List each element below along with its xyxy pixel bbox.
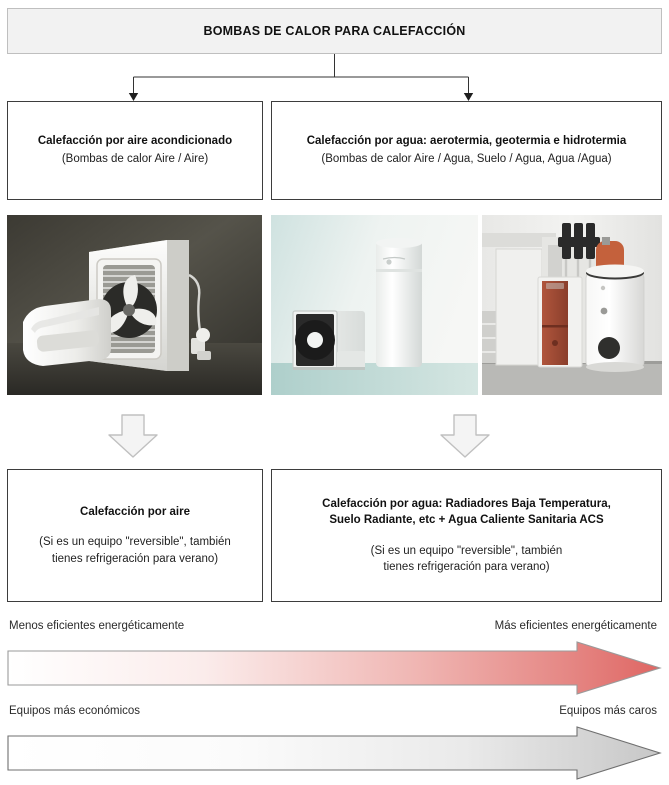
category-title-water: Calefacción por agua: aerotermia, geoter… xyxy=(306,134,627,147)
result-note-air-line1: (Si es un equipo "reversible", también xyxy=(39,536,231,549)
efficiency-label-right: Más eficientes energéticamente xyxy=(494,620,657,632)
cost-label-left: Equipos más económicos xyxy=(9,705,141,717)
result-title-water-line2: Suelo Radiante, etc + Agua Caliente Sani… xyxy=(329,514,604,527)
efficiency-scale: Menos eficientes energéticamente Más efi… xyxy=(0,620,669,695)
connector-lines xyxy=(128,54,474,101)
result-note-air-line2: tienes refrigeración para verano) xyxy=(51,552,219,565)
result-title-air: Calefacción por aire xyxy=(80,506,190,519)
cost-scale-labels: Equipos más económicos Equipos más caros xyxy=(9,705,657,717)
efficiency-label-left: Menos eficientes energéticamente xyxy=(9,620,185,632)
category-subtitle-water: (Bombas de calor Aire / Agua, Suelo / Ag… xyxy=(321,152,612,165)
photo-aerothermal-heat-pump xyxy=(271,215,478,395)
page-title: BOMBAS DE CALOR PARA CALEFACCIÓN xyxy=(203,24,466,38)
diagram-title-box: BOMBAS DE CALOR PARA CALEFACCIÓN xyxy=(7,8,662,54)
arrowhead-right-icon xyxy=(463,93,474,101)
down-block-arrow-left xyxy=(106,413,160,459)
category-box-air-conditioning[interactable]: Calefacción por aire acondicionado (Bomb… xyxy=(7,101,263,200)
efficiency-scale-labels: Menos eficientes energéticamente Más efi… xyxy=(9,620,657,632)
category-box-water[interactable]: Calefacción por agua: aerotermia, geoter… xyxy=(271,101,662,200)
result-note-air: (Si es un equipo "reversible", también t… xyxy=(39,534,231,566)
cost-scale: Equipos más económicos Equipos más caros xyxy=(0,705,669,780)
cost-label-right: Equipos más caros xyxy=(559,705,657,717)
category-title-air: Calefacción por aire acondicionado xyxy=(37,134,233,147)
photo-split-air-conditioner xyxy=(7,215,262,395)
efficiency-gradient-arrow-icon xyxy=(7,641,662,695)
result-box-air[interactable]: Calefacción por aire (Si es un equipo "r… xyxy=(7,469,263,602)
result-title-water: Calefacción por agua: Radiadores Baja Te… xyxy=(322,496,611,528)
result-note-water-line1: (Si es un equipo "reversible", también xyxy=(370,544,563,557)
result-note-water: (Si es un equipo "reversible", también t… xyxy=(371,543,563,575)
result-note-water-line2: tienes refrigeración para verano) xyxy=(383,560,550,573)
photo-geothermal-installation xyxy=(482,215,662,395)
down-block-arrow-right xyxy=(438,413,492,459)
cost-gradient-arrow-icon xyxy=(7,726,662,780)
result-box-water[interactable]: Calefacción por agua: Radiadores Baja Te… xyxy=(271,469,662,602)
result-title-water-line1: Calefacción por agua: Radiadores Baja Te… xyxy=(322,498,611,511)
category-subtitle-air: (Bombas de calor Aire / Aire) xyxy=(61,152,209,165)
arrowhead-left-icon xyxy=(128,93,139,101)
